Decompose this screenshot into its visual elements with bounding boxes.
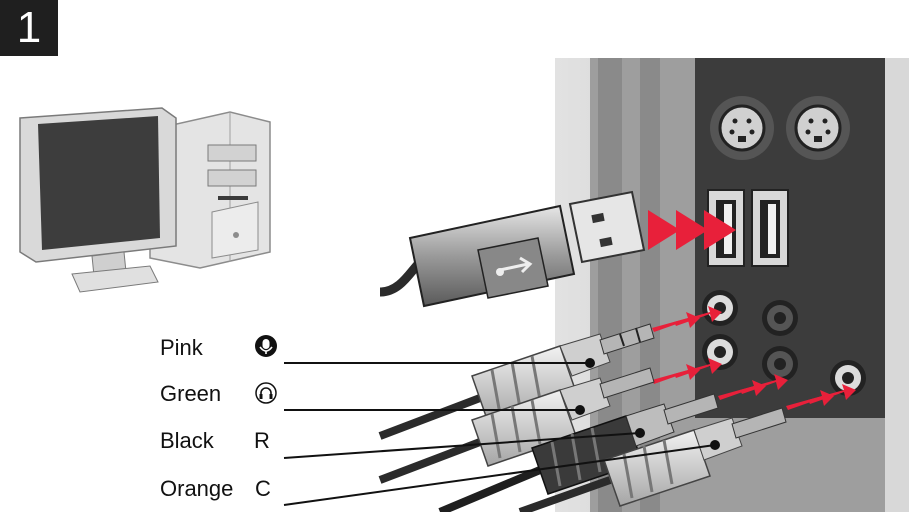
ps2-port-right [786,96,850,160]
ps2-port-left [710,96,774,160]
label-green: Green [160,381,221,407]
label-orange-symbol: C [255,476,271,502]
label-orange: Orange [160,476,233,502]
label-pink: Pink [160,335,203,361]
computer-icon [20,108,270,292]
audio-jack-pink [702,290,738,326]
usb-port-2 [752,190,788,266]
headphone-icon [256,383,276,403]
mic-icon [255,335,277,357]
label-black-symbol: R [254,428,270,454]
audio-jack-top-right [762,300,798,336]
label-black: Black [160,428,214,454]
